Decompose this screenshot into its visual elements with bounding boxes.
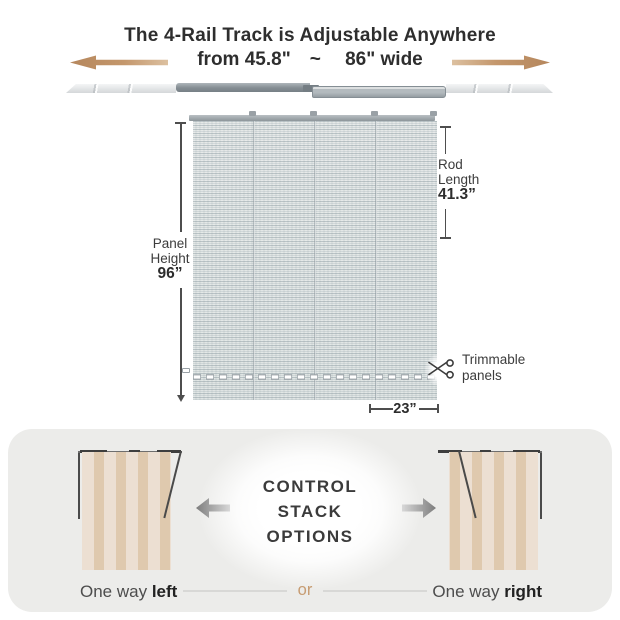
panel-width-value: 23” (393, 401, 417, 417)
track-extension-right (446, 84, 553, 93)
page-subtitle-width-range: from 45.8" ~ 86" wide (197, 49, 423, 70)
right-diagram-edge-line (540, 453, 542, 519)
left-diagram-edge-line (78, 453, 80, 519)
adjust-left-arrow-icon (70, 55, 168, 75)
panel-carrier-clip (310, 111, 317, 116)
one-way-right-label: One way right (432, 582, 542, 601)
panel-height-dim-line (180, 122, 182, 232)
panel-height-dim-arrow (177, 395, 185, 402)
trim-cut-dashed-line (193, 367, 437, 385)
page-title: The 4-Rail Track is Adjustable Anywhere (124, 25, 496, 46)
stack-left-arrow-icon (196, 497, 230, 524)
left-diagram-rail-segment (157, 449, 181, 453)
panel-height-value: 96” (157, 265, 183, 282)
right-diagram-rail-segment (480, 449, 491, 453)
panel-width-dim-line (419, 408, 438, 410)
track-extension-left (66, 84, 176, 93)
panel-width-dim-line (369, 408, 393, 410)
panel-seam (253, 121, 255, 400)
panel-fabric (193, 121, 437, 400)
or-separator: or (297, 581, 313, 599)
panel-height-dim-line (180, 288, 182, 395)
scissors-backdrop (425, 353, 459, 387)
rod-length-dim-line (444, 126, 446, 154)
stack-right-arrow-icon (402, 497, 436, 524)
trimmable-panels-label: Trimmable panels (462, 352, 526, 383)
right-diagram-rail-segment (438, 449, 462, 453)
right-diagram-rail-segment (513, 449, 540, 453)
divider-line (183, 590, 287, 592)
scissors-icon (428, 359, 455, 384)
panel-seam (375, 121, 377, 400)
panel-carrier-clip (430, 111, 437, 116)
panel-height-label: Panel Height 96” (140, 236, 200, 281)
panel-carrier-clip (249, 111, 256, 116)
control-stack-heading: CONTROL STACK OPTIONS (262, 477, 358, 546)
rod-length-dim-cap (440, 237, 451, 239)
track-connector (303, 84, 319, 92)
heading-glow (198, 428, 422, 590)
left-stacked-curtain (82, 452, 171, 570)
adjust-right-arrow-icon (452, 55, 550, 75)
panel-width-dim-tick (437, 404, 439, 413)
divider-line (323, 590, 427, 592)
left-diagram-rail-segment (129, 449, 140, 453)
rod-length-value: 41.3” (438, 186, 476, 203)
left-diagram-rail-segment (80, 449, 107, 453)
one-way-left-label: One way left (80, 582, 178, 601)
trim-cut-dash-mark (182, 368, 190, 373)
panel-carrier-clip (371, 111, 378, 116)
track-rail-segment-left (176, 83, 310, 92)
rod-length-label: Rod Length 41.3” (438, 157, 498, 202)
panel-seam (314, 121, 316, 400)
track-rail-segment-right (312, 86, 446, 98)
panel-headrail (189, 115, 435, 121)
rod-length-dim-line (444, 209, 446, 237)
